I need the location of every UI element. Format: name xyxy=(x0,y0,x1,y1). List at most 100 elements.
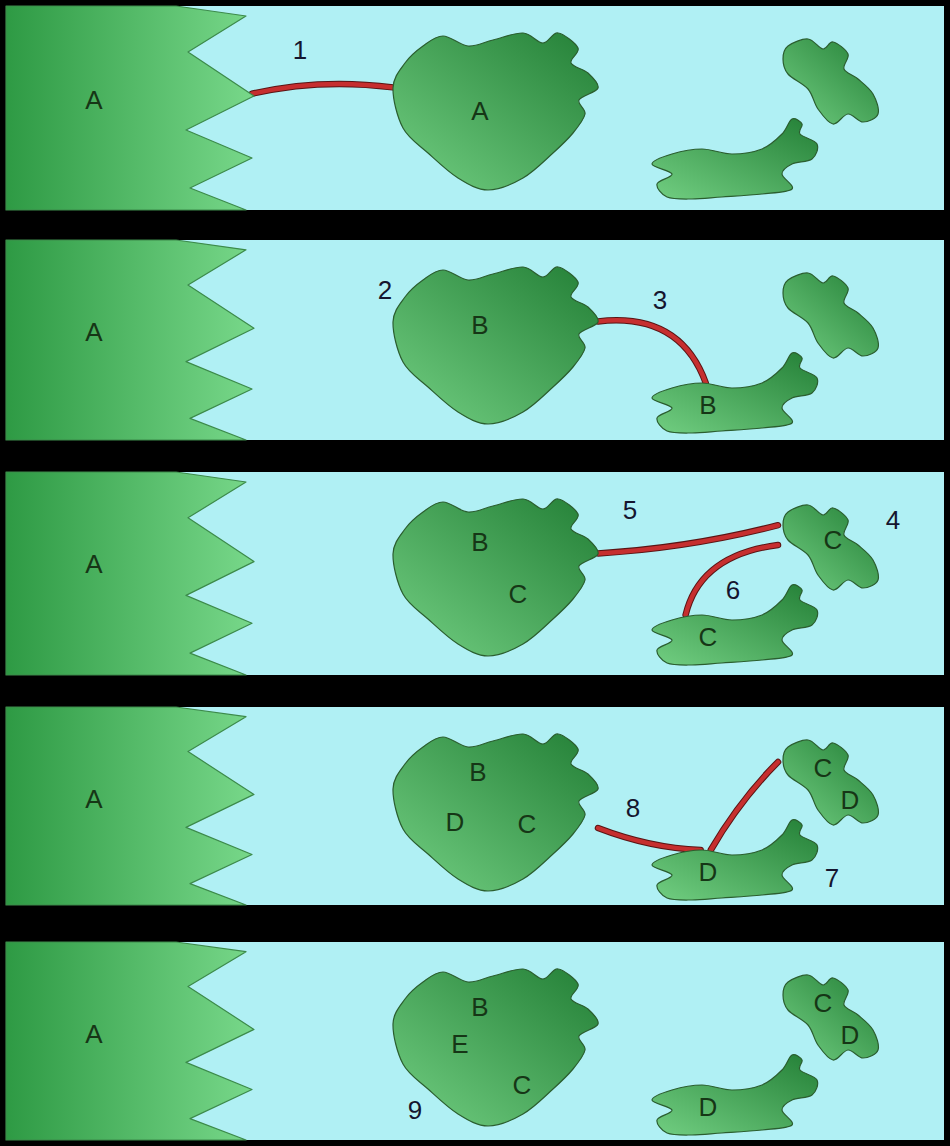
land-outline xyxy=(393,964,598,1129)
callout-number: 2 xyxy=(378,277,392,303)
arrow-outline xyxy=(252,84,393,94)
land-outline xyxy=(6,942,252,1140)
species-letter: D xyxy=(446,809,465,835)
sea-panel xyxy=(6,6,944,210)
mainland: A xyxy=(6,942,252,1140)
sea-panel xyxy=(6,707,944,905)
species-letter: D xyxy=(699,859,718,885)
species-letter: B xyxy=(469,759,486,785)
island: D xyxy=(652,850,820,900)
mainland: A xyxy=(6,6,252,210)
land-outline xyxy=(6,472,252,675)
island: C xyxy=(778,500,880,590)
mainland-shape xyxy=(6,942,254,1140)
land-outline xyxy=(6,240,252,440)
land-outline xyxy=(393,729,598,894)
species-letter: C xyxy=(824,527,843,553)
species-letter: A xyxy=(85,1021,102,1047)
empty-island xyxy=(783,273,878,358)
island-shape xyxy=(393,734,598,891)
migration-arrow xyxy=(598,320,706,383)
arrow-stroke xyxy=(598,320,706,383)
island: BC xyxy=(393,494,598,659)
callout-number: 7 xyxy=(825,865,839,891)
land-outline xyxy=(6,6,252,210)
species-letter: B xyxy=(471,529,488,555)
species-letter: C xyxy=(518,811,537,837)
mainland-shape xyxy=(6,707,254,905)
callout-number: 5 xyxy=(623,497,637,523)
arrow-outline xyxy=(598,828,701,850)
species-letter: C xyxy=(814,990,833,1016)
mainland: A xyxy=(6,240,252,440)
species-letter: C xyxy=(513,1072,532,1098)
arrow-stroke xyxy=(252,84,393,94)
arrow-stroke xyxy=(711,762,778,850)
callout-number: 8 xyxy=(626,795,640,821)
sea-panel xyxy=(6,942,944,1140)
land-outline xyxy=(393,494,598,659)
arrow-outline xyxy=(598,320,706,383)
species-letter: C xyxy=(814,755,833,781)
arrow-stroke xyxy=(598,828,701,850)
island-shape xyxy=(652,353,818,433)
migration-arrow xyxy=(252,84,393,94)
island-shape xyxy=(783,505,878,590)
land-outline xyxy=(393,262,598,427)
species-letter: A xyxy=(85,786,102,812)
species-letter: A xyxy=(85,319,102,345)
species-letter: D xyxy=(841,787,860,813)
species-letter: A xyxy=(85,87,102,113)
species-letter: B xyxy=(471,312,488,338)
sea-panel xyxy=(6,240,944,440)
island-shape xyxy=(393,33,598,190)
island-shape xyxy=(652,1055,818,1135)
island: CD xyxy=(778,970,880,1060)
island-shape xyxy=(783,975,878,1060)
island: B xyxy=(652,383,820,433)
island: A xyxy=(393,28,598,193)
species-letter: A xyxy=(85,551,102,577)
callout-number: 1 xyxy=(293,37,307,63)
land-outline xyxy=(652,850,820,900)
callout-number: 6 xyxy=(726,577,740,603)
sea-panel xyxy=(6,472,944,675)
island: B xyxy=(393,262,598,427)
species-letter: D xyxy=(699,1094,718,1120)
island-shape xyxy=(783,740,878,825)
land-outline xyxy=(652,615,820,665)
island: CD xyxy=(778,735,880,825)
island-shape xyxy=(393,969,598,1126)
mainland-shape xyxy=(6,472,254,675)
species-letter: E xyxy=(451,1031,468,1057)
species-letter: B xyxy=(471,994,488,1020)
empty-island xyxy=(652,119,818,199)
mainland: A xyxy=(6,707,252,905)
species-letter: C xyxy=(699,624,718,650)
species-letter: C xyxy=(509,581,528,607)
species-letter: A xyxy=(471,98,488,124)
island: C xyxy=(652,615,820,665)
mainland-shape xyxy=(6,6,254,210)
callout-number: 9 xyxy=(408,1097,422,1123)
land-outline xyxy=(652,1085,820,1135)
island: D xyxy=(652,1085,820,1135)
mainland: A xyxy=(6,472,252,675)
island: BE C xyxy=(393,964,598,1129)
land-outline xyxy=(652,383,820,433)
arrow-outline xyxy=(711,762,778,850)
island-shape xyxy=(652,820,818,900)
callout-number: 3 xyxy=(653,287,667,313)
migration-arrow xyxy=(711,762,778,850)
callout-number: 4 xyxy=(886,507,900,533)
arrow-stroke xyxy=(686,545,778,615)
island-shape xyxy=(393,267,598,424)
island-shape xyxy=(393,499,598,656)
migration-arrow xyxy=(598,828,701,850)
arrow-outline xyxy=(686,545,778,615)
mainland-shape xyxy=(6,240,254,440)
empty-island xyxy=(783,39,878,124)
land-outline xyxy=(6,707,252,905)
migration-arrow xyxy=(686,545,778,615)
